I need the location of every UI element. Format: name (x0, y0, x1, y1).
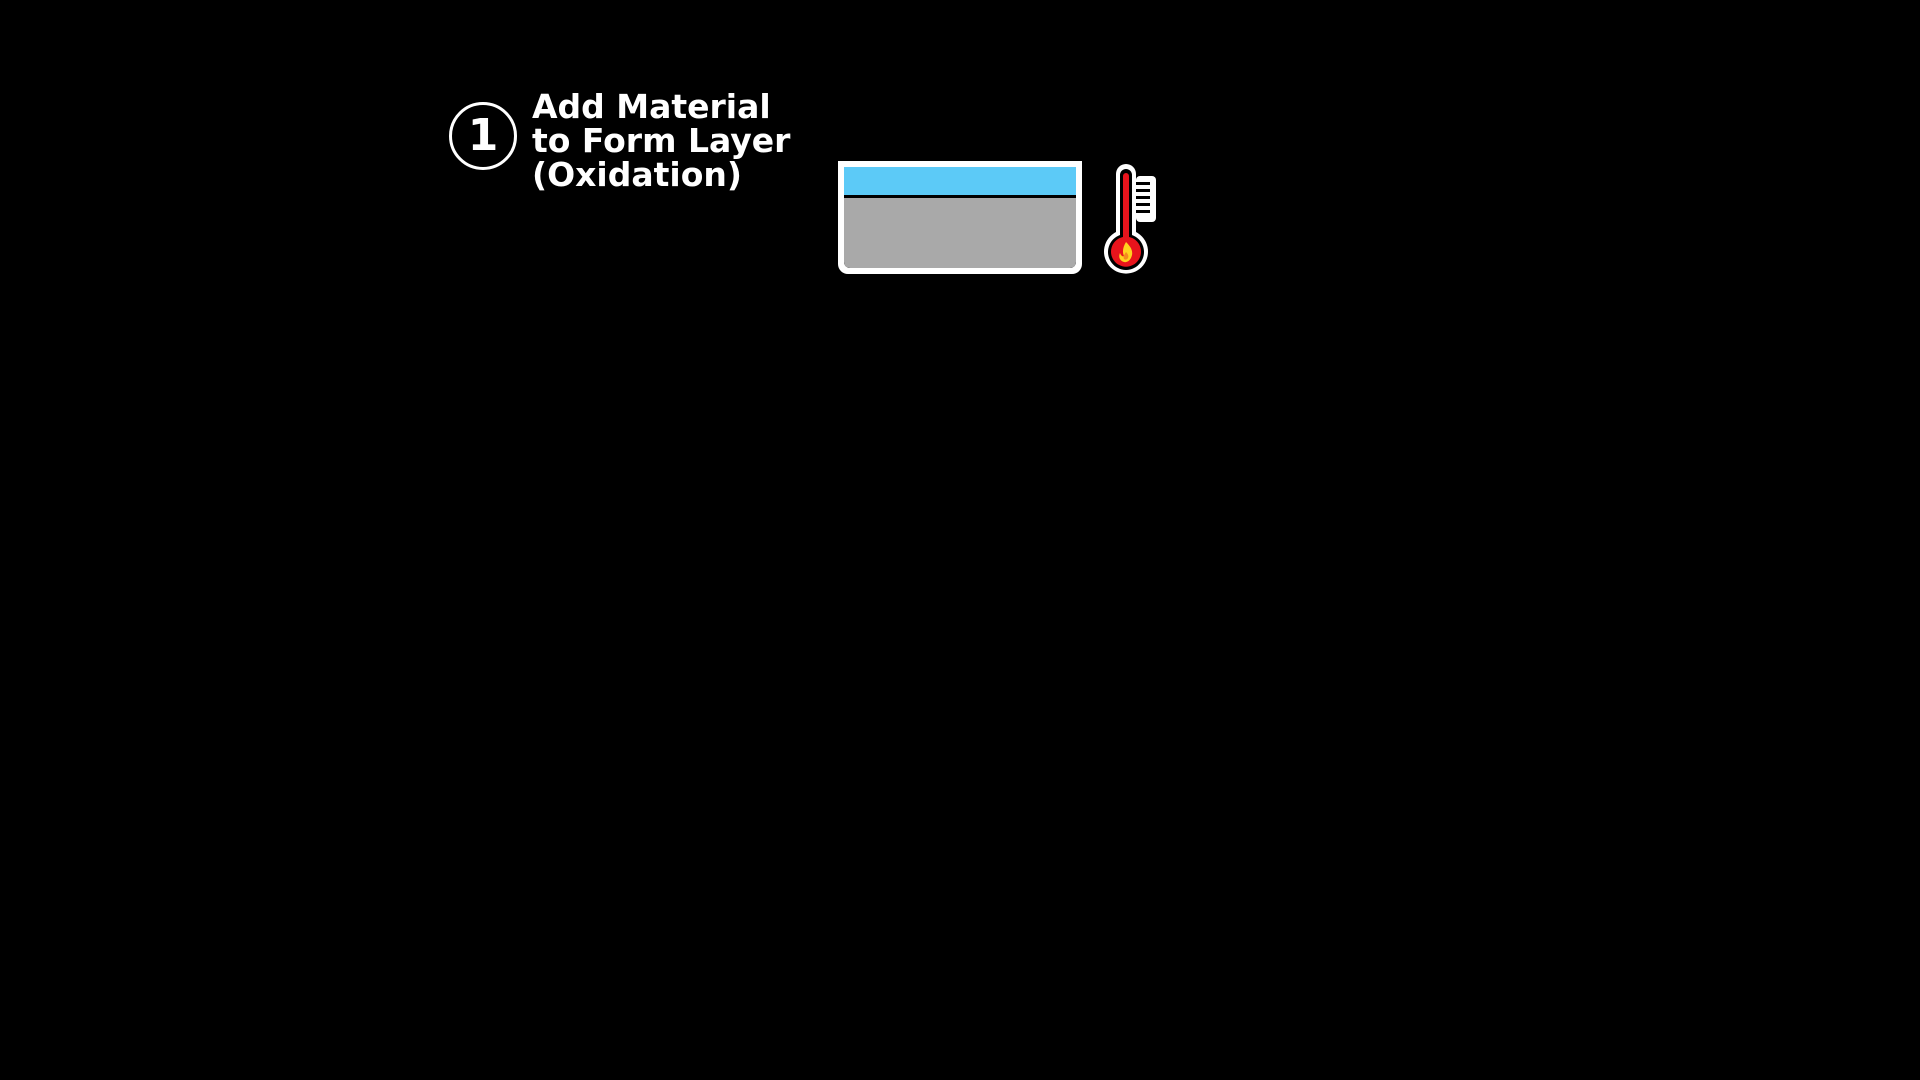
step-title: Add Material to Form Layer (Oxidation) (532, 90, 790, 192)
wafer-cross-section (838, 161, 1082, 274)
step-title-line-2: to Form Layer (532, 121, 791, 160)
step-number: 1 (467, 110, 499, 161)
step-title-line-3: (Oxidation) (532, 155, 742, 194)
step-title-line-1: Add Material (532, 87, 771, 126)
oxide-layer (844, 167, 1076, 198)
substrate-layer (844, 198, 1076, 268)
wafer-body (844, 167, 1076, 268)
step-number-badge: 1 (449, 102, 517, 170)
thermometer-flame-icon (1104, 164, 1156, 274)
